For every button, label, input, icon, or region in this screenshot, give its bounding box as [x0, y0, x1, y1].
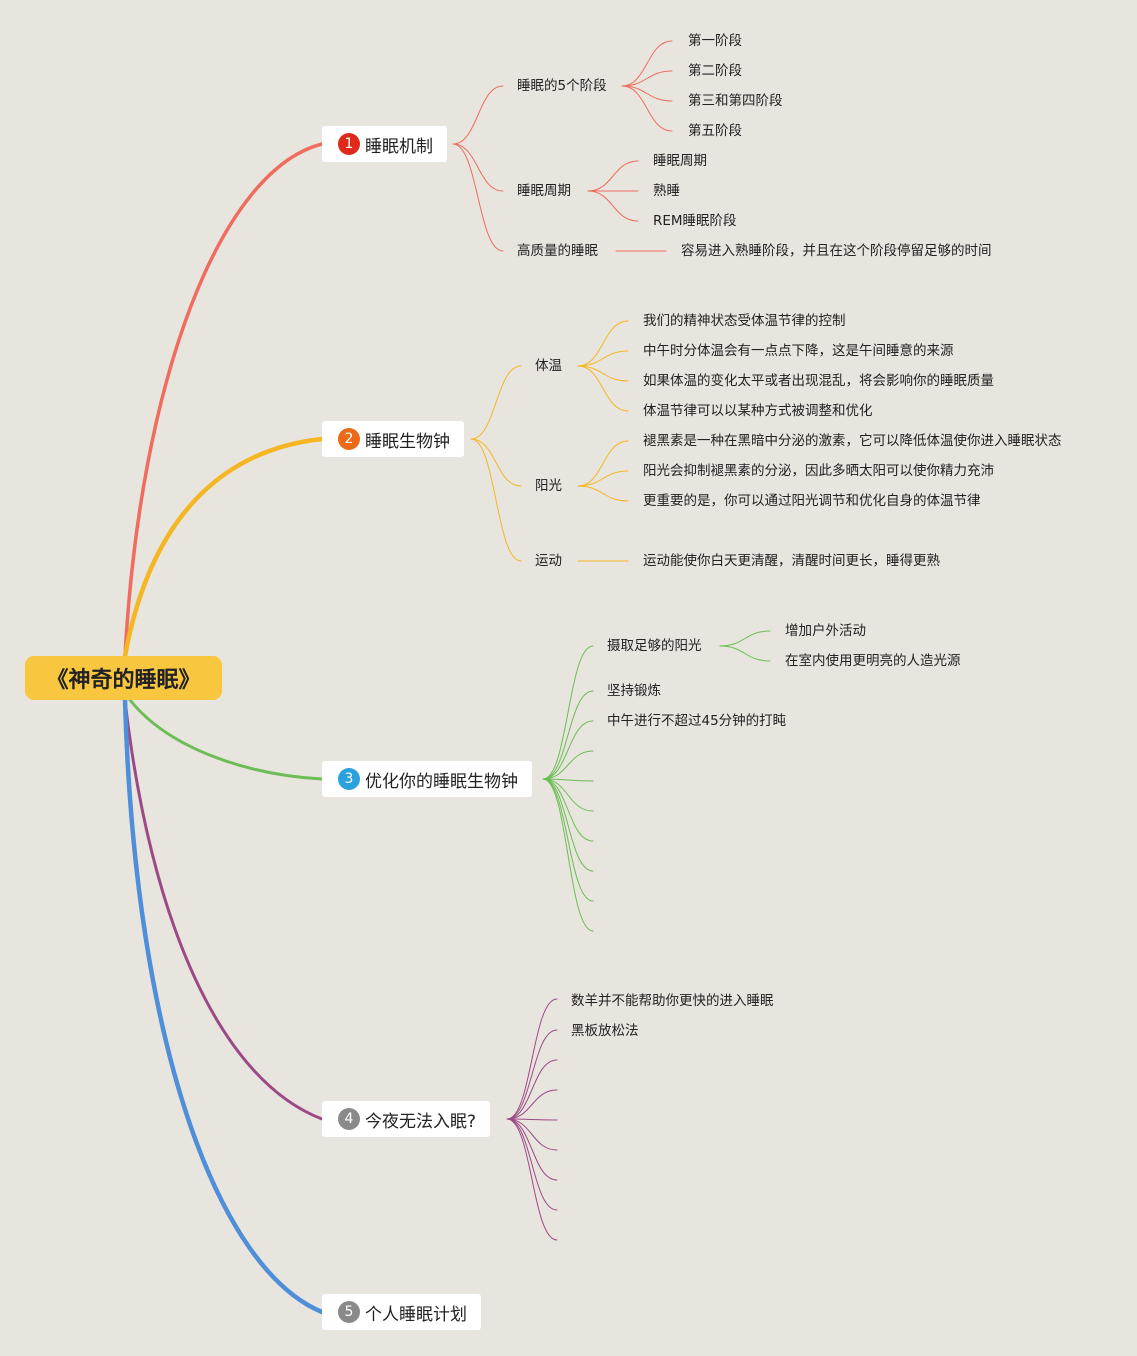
branch-connector — [542, 690, 594, 780]
leaf-connector — [621, 40, 673, 87]
branch-connector — [506, 1029, 558, 1120]
topic-quality-item[interactable]: 容易进入熟睡阶段，并且在这个阶段停留足够的时间 — [681, 243, 992, 259]
branch-optimize-clock[interactable]: 3 优化你的睡眠生物钟 — [322, 761, 532, 797]
branch-connector — [470, 365, 522, 440]
root-topic[interactable]: 《神奇的睡眠》 — [25, 656, 222, 700]
branch-sleep-mechanism[interactable]: 1 睡眠机制 — [322, 126, 447, 162]
number-badge-4: 4 — [338, 1108, 360, 1130]
branch-connector — [506, 1118, 558, 1151]
topic-sun-item[interactable]: 褪黑素是一种在黑暗中分泌的激素，它可以降低体温使你进入睡眠状态 — [643, 433, 1062, 449]
main-connector — [122, 436, 325, 659]
topic-blackboard-relax[interactable]: 黑板放松法 — [571, 1023, 639, 1039]
topic-stage-item[interactable]: 第三和第四阶段 — [688, 93, 783, 109]
branch-connector — [506, 1118, 558, 1181]
topic-sun-item[interactable]: 更重要的是，你可以通过阳光调节和优化自身的体温节律 — [643, 493, 981, 509]
leaf-connector — [621, 70, 673, 87]
topic-temp-item[interactable]: 如果体温的变化太平或者出现混乱，将会影响你的睡眠质量 — [643, 373, 994, 389]
topic-body-temperature[interactable]: 体温 — [535, 358, 562, 374]
leaf-connector — [719, 630, 771, 647]
branch-connector — [452, 143, 504, 252]
branch-connector — [542, 778, 594, 842]
leaf-connector — [577, 365, 629, 412]
branch-connector — [506, 1118, 558, 1121]
leaf-connector — [577, 365, 629, 382]
leaf-connector — [621, 85, 673, 102]
leaf-connector — [577, 320, 629, 367]
topic-stage-item[interactable]: 第一阶段 — [688, 33, 742, 49]
topic-get-sunlight[interactable]: 摄取足够的阳光 — [607, 638, 702, 654]
branch-connector — [506, 1118, 558, 1241]
branch-connector — [506, 998, 558, 1120]
topic-sunlight[interactable]: 阳光 — [535, 478, 562, 494]
topic-exercise-regularly[interactable]: 坚持锻炼 — [607, 683, 661, 699]
main-connector — [128, 698, 324, 781]
branch-connector — [542, 720, 594, 780]
topic-counting-sheep[interactable]: 数羊并不能帮助你更快的进入睡眠 — [571, 993, 774, 1009]
leaf-connector — [587, 160, 639, 192]
number-badge-2: 2 — [338, 428, 360, 450]
number-badge-3: 3 — [338, 768, 360, 790]
topic-cycle-item[interactable]: 睡眠周期 — [653, 153, 707, 169]
branch-connector — [452, 143, 504, 192]
topic-exercise-item[interactable]: 运动能使你白天更清醒，清醒时间更长，睡得更熟 — [643, 553, 940, 569]
topic-temp-item[interactable]: 中午时分体温会有一点点下降，这是午间睡意的来源 — [643, 343, 954, 359]
branch-connector — [542, 750, 594, 780]
branch-connector — [470, 438, 522, 562]
topic-stage-item[interactable]: 第二阶段 — [688, 63, 742, 79]
topic-cycle-item[interactable]: 熟睡 — [653, 183, 680, 199]
topic-cycle-item[interactable]: REM睡眠阶段 — [653, 213, 737, 229]
branch-connector — [542, 645, 594, 780]
leaf-connector — [577, 470, 629, 487]
topic-nap[interactable]: 中午进行不超过45分钟的打盹 — [607, 713, 787, 729]
leaf-connector — [621, 85, 673, 132]
topic-temp-item[interactable]: 体温节律可以以某种方式被调整和优化 — [643, 403, 873, 419]
leaf-connector — [577, 440, 629, 487]
topic-exercise[interactable]: 运动 — [535, 553, 562, 569]
leaf-connector — [587, 190, 639, 222]
topic-stage-item[interactable]: 第五阶段 — [688, 123, 742, 139]
branch-connector — [506, 1059, 558, 1120]
branch-circadian-clock[interactable]: 2 睡眠生物钟 — [322, 421, 464, 457]
topic-light-item[interactable]: 在室内使用更明亮的人造光源 — [785, 653, 961, 669]
branch-connector — [452, 85, 504, 145]
branch-connector — [470, 438, 522, 487]
leaf-connector — [577, 350, 629, 367]
branch-label: 睡眠生物钟 — [365, 431, 450, 452]
number-badge-5: 5 — [338, 1301, 360, 1323]
main-connector — [123, 142, 324, 658]
topic-sleep-stages[interactable]: 睡眠的5个阶段 — [517, 78, 607, 94]
main-connector — [123, 698, 324, 1121]
branch-cant-sleep[interactable]: 4 今夜无法入眠? — [322, 1101, 491, 1137]
topic-quality-sleep[interactable]: 高质量的睡眠 — [517, 243, 598, 259]
branch-connector — [542, 778, 594, 932]
main-connector — [122, 697, 325, 1315]
leaf-connector — [719, 645, 771, 662]
number-badge-1: 1 — [338, 133, 360, 155]
branch-connector — [542, 778, 594, 902]
branch-connector — [506, 1089, 558, 1120]
branch-label: 个人睡眠计划 — [365, 1304, 467, 1325]
leaf-connector — [577, 485, 629, 502]
branch-label: 睡眠机制 — [365, 136, 433, 157]
branch-connector — [506, 1118, 558, 1211]
branch-label: 今夜无法入眠? — [365, 1111, 477, 1132]
topic-temp-item[interactable]: 我们的精神状态受体温节律的控制 — [643, 313, 846, 329]
branch-connector — [542, 778, 594, 812]
topic-sleep-cycle[interactable]: 睡眠周期 — [517, 183, 571, 199]
branch-connector — [542, 778, 594, 782]
topic-sun-item[interactable]: 阳光会抑制褪黑素的分泌，因此多晒太阳可以使你精力充沛 — [643, 463, 994, 479]
topic-light-item[interactable]: 增加户外活动 — [785, 623, 866, 639]
branch-label: 优化你的睡眠生物钟 — [365, 771, 518, 792]
branch-personal-plan[interactable]: 5 个人睡眠计划 — [322, 1294, 481, 1330]
